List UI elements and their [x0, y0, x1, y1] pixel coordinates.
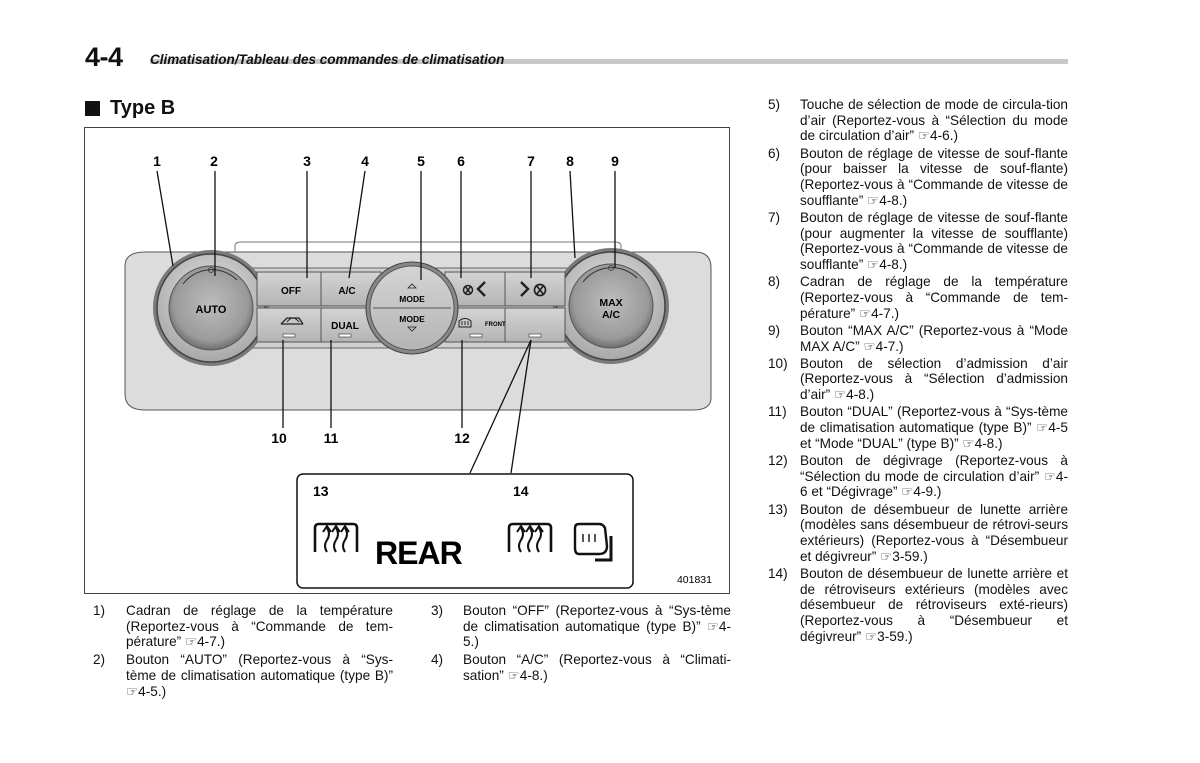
list-item-number: 4) — [431, 652, 444, 668]
max-ac-label-line1[interactable]: MAX — [599, 297, 622, 309]
list-item-10: 10) Bouton de sélection d’admission d’ai… — [768, 356, 1068, 403]
list-item-number: 11) — [768, 404, 787, 420]
callout-12: 12 — [454, 430, 470, 446]
recirculation-icon — [280, 317, 304, 325]
header-title: Climatisation/Tableau des commandes de c… — [150, 52, 505, 67]
callout-9: 9 — [611, 153, 619, 169]
indicator-leds — [282, 333, 542, 338]
list-item-text: Bouton de réglage de vitesse de souf-fla… — [800, 209, 1068, 273]
temperature-dial-left[interactable] — [153, 250, 269, 366]
list-item-number: 13) — [768, 501, 788, 517]
rear-defrost-inset: 13 14 REAR — [296, 473, 634, 589]
list-item-number: 6) — [768, 145, 781, 161]
callout-13: 13 — [313, 483, 329, 499]
climate-control-figure: AUTO MAX A/C OFF A/C DUAL — [84, 127, 730, 594]
list-item-text: Cadran de réglage de la température (Rep… — [126, 603, 393, 650]
list-item-text: Bouton “OFF” (Reportez-vous à “Sys-tème … — [463, 603, 731, 650]
windshield-defrost-icon — [458, 318, 472, 328]
callout-4: 4 — [361, 153, 369, 169]
callout-leaders — [156, 170, 616, 579]
list-item-text: Bouton de désembueur de lunette arrière … — [800, 565, 1068, 644]
temperature-dial-right[interactable] — [553, 248, 669, 364]
list-item-number: 8) — [768, 274, 781, 290]
callout-1: 1 — [153, 153, 161, 169]
list-item-text: Bouton “AUTO” (Reportez-vous à “Sys-tème… — [126, 652, 393, 699]
rear-window-defrost-icon — [313, 522, 359, 553]
list-item-number: 14) — [768, 565, 788, 581]
list-item-text: Bouton de dégivrage (Reportez-vous à “Sé… — [800, 452, 1068, 500]
rear-label: REAR — [375, 535, 463, 571]
list-item-14: 14) Bouton de désembueur de lunette arri… — [768, 566, 1068, 645]
list-item-text: Touche de sélection de mode de circula-t… — [800, 97, 1068, 144]
rear-window-defrost-icon-14 — [507, 522, 553, 553]
button-grid — [256, 271, 566, 343]
section-heading: Type B — [85, 97, 175, 120]
list-item-11: 11) Bouton “DUAL” (Reportez-vous à “Sys-… — [768, 404, 1068, 451]
list-item-6: 6) Bouton de réglage de vitesse de souf-… — [768, 146, 1068, 209]
figure-id: 401831 — [677, 574, 712, 586]
callout-6: 6 — [457, 153, 465, 169]
callout-2: 2 — [210, 153, 218, 169]
list-item-5: 5) Touche de sélection de mode de circul… — [768, 97, 1068, 144]
list-item-text: Bouton de sélection d’admission d’air (R… — [800, 355, 1068, 403]
list-item-text: Cadran de réglage de la température (Rep… — [800, 274, 1068, 321]
callout-numbers: 1 2 3 4 5 6 7 8 9 10 11 12 — [153, 153, 619, 446]
list-column-a: 1) Cadran de réglage de la température (… — [93, 603, 393, 701]
mode-up-label: MODE — [399, 294, 425, 304]
list-column-right: 5) Touche de sélection de mode de circul… — [768, 97, 1068, 646]
dual-label: DUAL — [331, 321, 359, 332]
callout-5: 5 — [417, 153, 425, 169]
list-item-number: 10) — [768, 355, 788, 371]
callout-14: 14 — [513, 483, 529, 499]
square-bullet-icon — [85, 101, 100, 116]
list-item-number: 3) — [431, 603, 444, 618]
list-item-text: Bouton “MAX A/C” (Reportez-vous à “Mode … — [800, 322, 1068, 354]
mode-down-label: MODE — [399, 314, 425, 324]
list-item-number: 2) — [93, 652, 106, 668]
list-item-9: 9) Bouton “MAX A/C” (Reportez-vous à “Mo… — [768, 323, 1068, 354]
list-item-13: 13) Bouton de désembueur de lunette arri… — [768, 502, 1068, 565]
callout-3: 3 — [303, 153, 311, 169]
fan-high-icon — [520, 281, 547, 297]
page-header: 4-4 Climatisation/Tableau des commandes … — [85, 42, 1068, 72]
off-label: OFF — [281, 286, 301, 297]
control-panel-illustration: AUTO MAX A/C OFF A/C DUAL — [124, 153, 712, 589]
list-item-2: 2) Bouton “AUTO” (Reportez-vous à “Sys-t… — [93, 652, 393, 699]
list-item-number: 5) — [768, 97, 781, 112]
list-item-text: Bouton de réglage de vitesse de souf-fla… — [800, 145, 1068, 208]
list-item-text: Bouton “A/C” (Reportez-vous à “Climati-s… — [463, 652, 731, 683]
list-item-12: 12) Bouton de dégivrage (Reportez-vous à… — [768, 453, 1068, 500]
callout-8: 8 — [566, 153, 574, 169]
list-item-text: Bouton “DUAL” (Reportez-vous à “Sys-tème… — [800, 404, 1068, 451]
list-item-3: 3) Bouton “OFF” (Reportez-vous à “Sys-tè… — [431, 603, 731, 650]
list-item-text: Bouton de désembueur de lunette arrière … — [800, 501, 1068, 564]
fan-low-icon — [462, 281, 486, 297]
list-item-4: 4) Bouton “A/C” (Reportez-vous à “Climat… — [431, 652, 731, 683]
section-title: Type B — [110, 97, 176, 119]
front-label: FRONT — [485, 322, 506, 328]
mirror-defrost-icon — [573, 522, 613, 562]
callout-7: 7 — [527, 153, 535, 169]
list-item-number: 7) — [768, 209, 781, 225]
list-item-number: 12) — [768, 452, 788, 468]
callout-11: 11 — [324, 430, 339, 446]
page-number: 4-4 — [85, 42, 123, 72]
ac-label: A/C — [338, 286, 355, 297]
list-item-8: 8) Cadran de réglage de la température (… — [768, 274, 1068, 321]
list-column-b: 3) Bouton “OFF” (Reportez-vous à “Sys-tè… — [431, 603, 731, 686]
list-item-1: 1) Cadran de réglage de la température (… — [93, 603, 393, 650]
list-item-7: 7) Bouton de réglage de vitesse de souf-… — [768, 210, 1068, 273]
callout-10: 10 — [271, 430, 287, 446]
mode-dial[interactable] — [365, 261, 459, 355]
max-ac-label-line2[interactable]: A/C — [602, 309, 621, 321]
list-item-number: 1) — [93, 603, 106, 618]
list-item-number: 9) — [768, 322, 781, 338]
auto-button[interactable]: AUTO — [196, 304, 227, 316]
